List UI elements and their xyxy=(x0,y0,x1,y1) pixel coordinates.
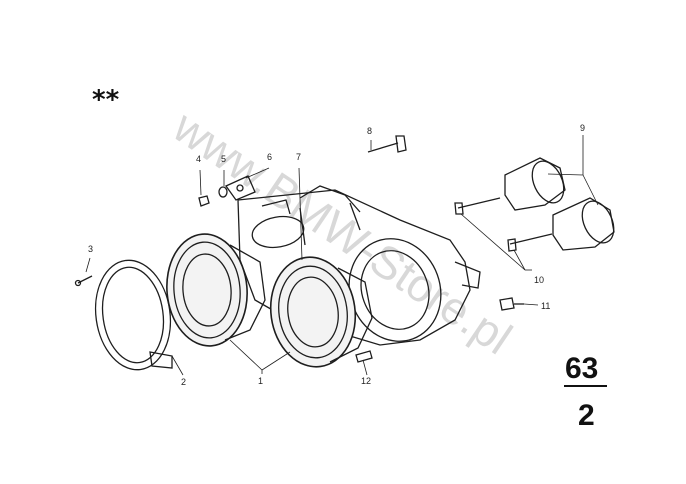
callout-12: 12 xyxy=(361,376,371,386)
callout-6: 6 xyxy=(267,152,272,162)
lamp-socket-upper xyxy=(504,157,566,211)
washer-5 xyxy=(218,186,228,198)
callout-labels: 1 2 3 4 5 6 7 8 9 10 11 12 xyxy=(88,123,585,387)
sealed-beam-lamp-left xyxy=(166,233,266,347)
screw-4 xyxy=(198,195,210,207)
callout-10: 10 xyxy=(534,275,544,285)
callout-5: 5 xyxy=(221,154,226,164)
plug-lower xyxy=(507,233,553,252)
callout-3: 3 xyxy=(88,244,93,254)
leader-lines xyxy=(85,135,599,376)
star-marker: ** xyxy=(92,85,120,115)
bulb-12 xyxy=(355,350,373,363)
group-number-top: 63 xyxy=(565,352,598,385)
bulb-11 xyxy=(499,297,524,311)
callout-2: 2 xyxy=(181,377,186,387)
callout-7: 7 xyxy=(296,152,301,162)
callout-4: 4 xyxy=(196,154,201,164)
callout-9: 9 xyxy=(580,123,585,133)
sealed-beam-lamp-right xyxy=(269,256,373,368)
group-number-bottom: 2 xyxy=(578,399,595,432)
bracket-part xyxy=(225,175,256,201)
lamp-socket-lower xyxy=(552,197,615,251)
callout-11: 11 xyxy=(541,301,550,311)
callout-8: 8 xyxy=(367,126,372,136)
adjusting-screw-8 xyxy=(367,135,407,153)
trim-ring xyxy=(94,259,173,371)
screw-3 xyxy=(74,275,93,287)
group-number: 63 2 xyxy=(564,352,607,432)
callout-1: 1 xyxy=(258,376,263,386)
plug-upper xyxy=(454,197,501,215)
